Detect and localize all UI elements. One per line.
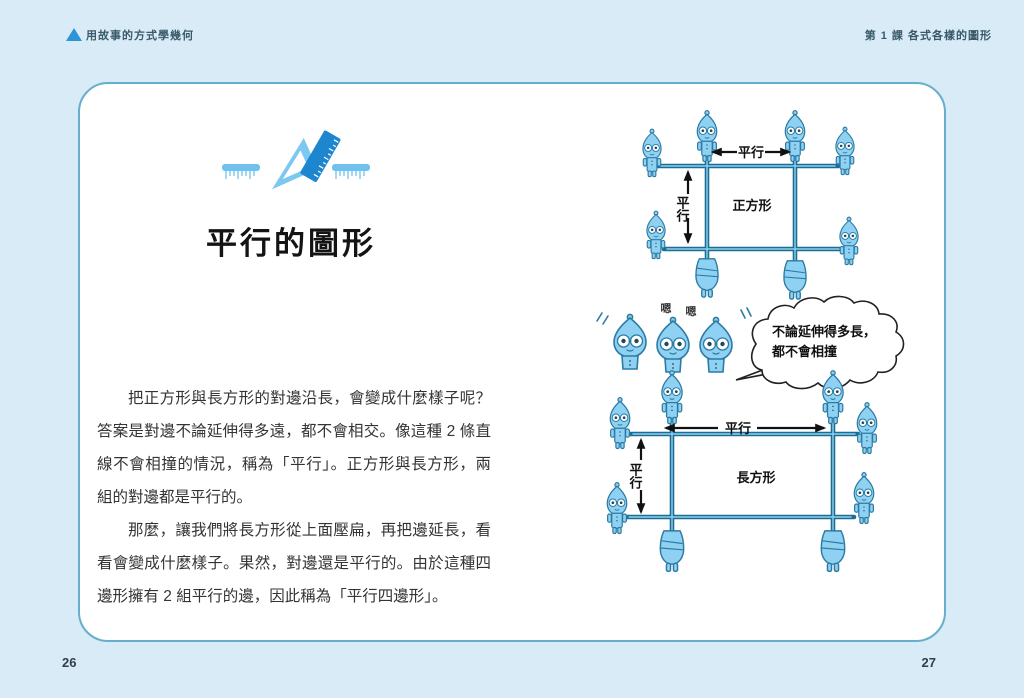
character-sitter — [784, 110, 806, 163]
character-sitter — [661, 370, 683, 425]
square-label: 正方形 — [732, 198, 771, 213]
character-holder — [606, 482, 628, 535]
rectangle-parallel-vertical-label: 平行 — [628, 463, 644, 490]
running-head-right: 第 1 課 各式各樣的圖形 — [864, 30, 992, 42]
paragraph-2: 那麼，讓我們將長方形從上面壓扁，再把邊延長，看看會變成什麼樣子。果然，對邊還是平… — [97, 522, 491, 605]
paragraph-1: 把正方形與長方形的對邊沿長，會變成什麼樣子呢？答案是對邊不論延伸得多遠，都不會相… — [97, 390, 491, 506]
murmur-text: 嗯 — [661, 302, 672, 315]
character-holder — [609, 397, 631, 450]
character-hanger — [783, 260, 807, 300]
speech-bubble: 不論延伸得多長， 都不會相撞 — [735, 295, 905, 390]
character-holder — [856, 402, 878, 455]
body-text: 把正方形與長方形的對邊沿長，會變成什麼樣子呢？答案是對邊不論延伸得多遠，都不會相… — [97, 382, 491, 613]
square-figure: 平行 平行 正方形 — [642, 110, 859, 300]
ruler-set-square-icon — [222, 130, 370, 190]
speech-bubble-line-2: 都不會相撞 — [771, 344, 837, 359]
page-number-right: 27 — [921, 655, 936, 670]
character-observer — [656, 316, 690, 373]
straight-ruler-icon — [300, 130, 341, 182]
rectangle-label: 長方形 — [736, 470, 775, 485]
character-observer — [613, 313, 647, 370]
triangle-logo-icon — [66, 28, 82, 41]
set-square-icon — [271, 137, 318, 190]
square-parallel-vertical-label: 平行 — [675, 196, 691, 223]
character-holder — [646, 210, 666, 260]
character-holder — [642, 128, 662, 178]
page-number-left: 26 — [62, 655, 77, 670]
character-hanger — [695, 258, 719, 298]
character-hanger — [820, 530, 846, 573]
square-parallel-horizontal-label: 平行 — [738, 145, 764, 160]
character-holder — [839, 216, 859, 266]
speech-bubble-line-1: 不論延伸得多長， — [772, 324, 876, 339]
character-holder — [853, 472, 875, 525]
character-sitter — [696, 110, 718, 163]
observers-row: 嗯 嗯 — [596, 302, 752, 373]
mini-ruler-right — [332, 164, 370, 179]
character-hanger — [659, 530, 685, 573]
running-head-left: 用故事的方式學幾何 — [86, 30, 194, 42]
page-title: 平行的圖形 — [206, 226, 376, 261]
parallel-lines-illustration: 平行 平行 正方形 嗯 嗯 不論延伸得多長， 都不會相撞 — [596, 110, 905, 573]
character-observer — [699, 316, 733, 373]
rectangle-parallel-horizontal-label: 平行 — [725, 421, 751, 436]
rectangle-figure: 平行 平行 長方形 — [606, 370, 878, 573]
murmur-text: 嗯 — [686, 305, 697, 318]
mini-ruler-left — [222, 164, 260, 179]
